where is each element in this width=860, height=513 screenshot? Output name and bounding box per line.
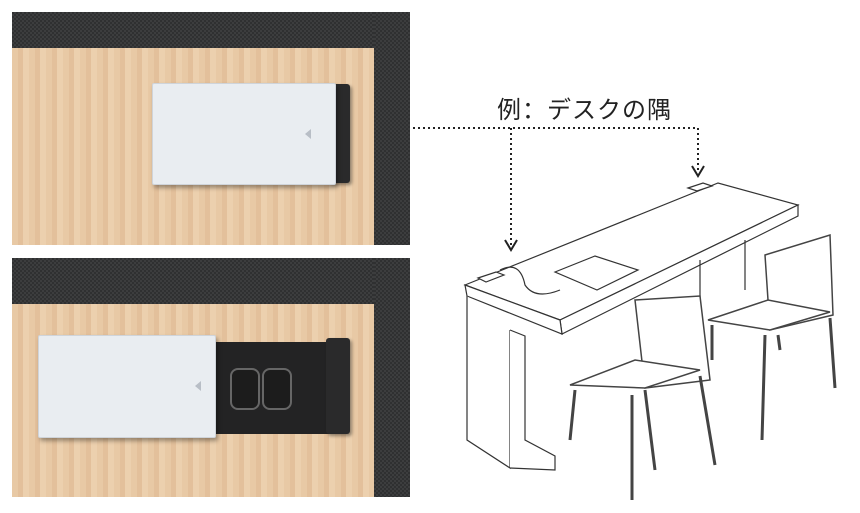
photo-open-outlet — [12, 258, 410, 497]
chair — [707, 233, 837, 441]
caption: 例：デスクの隅 — [497, 96, 672, 124]
carpet — [374, 258, 410, 497]
outlet-module — [208, 342, 332, 434]
desk — [463, 182, 800, 471]
power-socket-icon — [230, 368, 260, 410]
arrow-down-icon — [504, 165, 705, 252]
arrow-left-icon — [305, 129, 311, 139]
arrow-left-icon — [195, 381, 201, 391]
photo-closed-outlet — [12, 12, 410, 245]
sliding-cover — [38, 335, 216, 438]
sliding-cover — [152, 83, 336, 185]
outlet-cap — [326, 338, 350, 434]
carpet — [374, 12, 410, 245]
chair — [568, 295, 717, 500]
pointer-lines — [413, 127, 699, 246]
carpet — [12, 12, 410, 48]
carpet — [12, 258, 410, 304]
power-socket-icon — [262, 368, 292, 410]
